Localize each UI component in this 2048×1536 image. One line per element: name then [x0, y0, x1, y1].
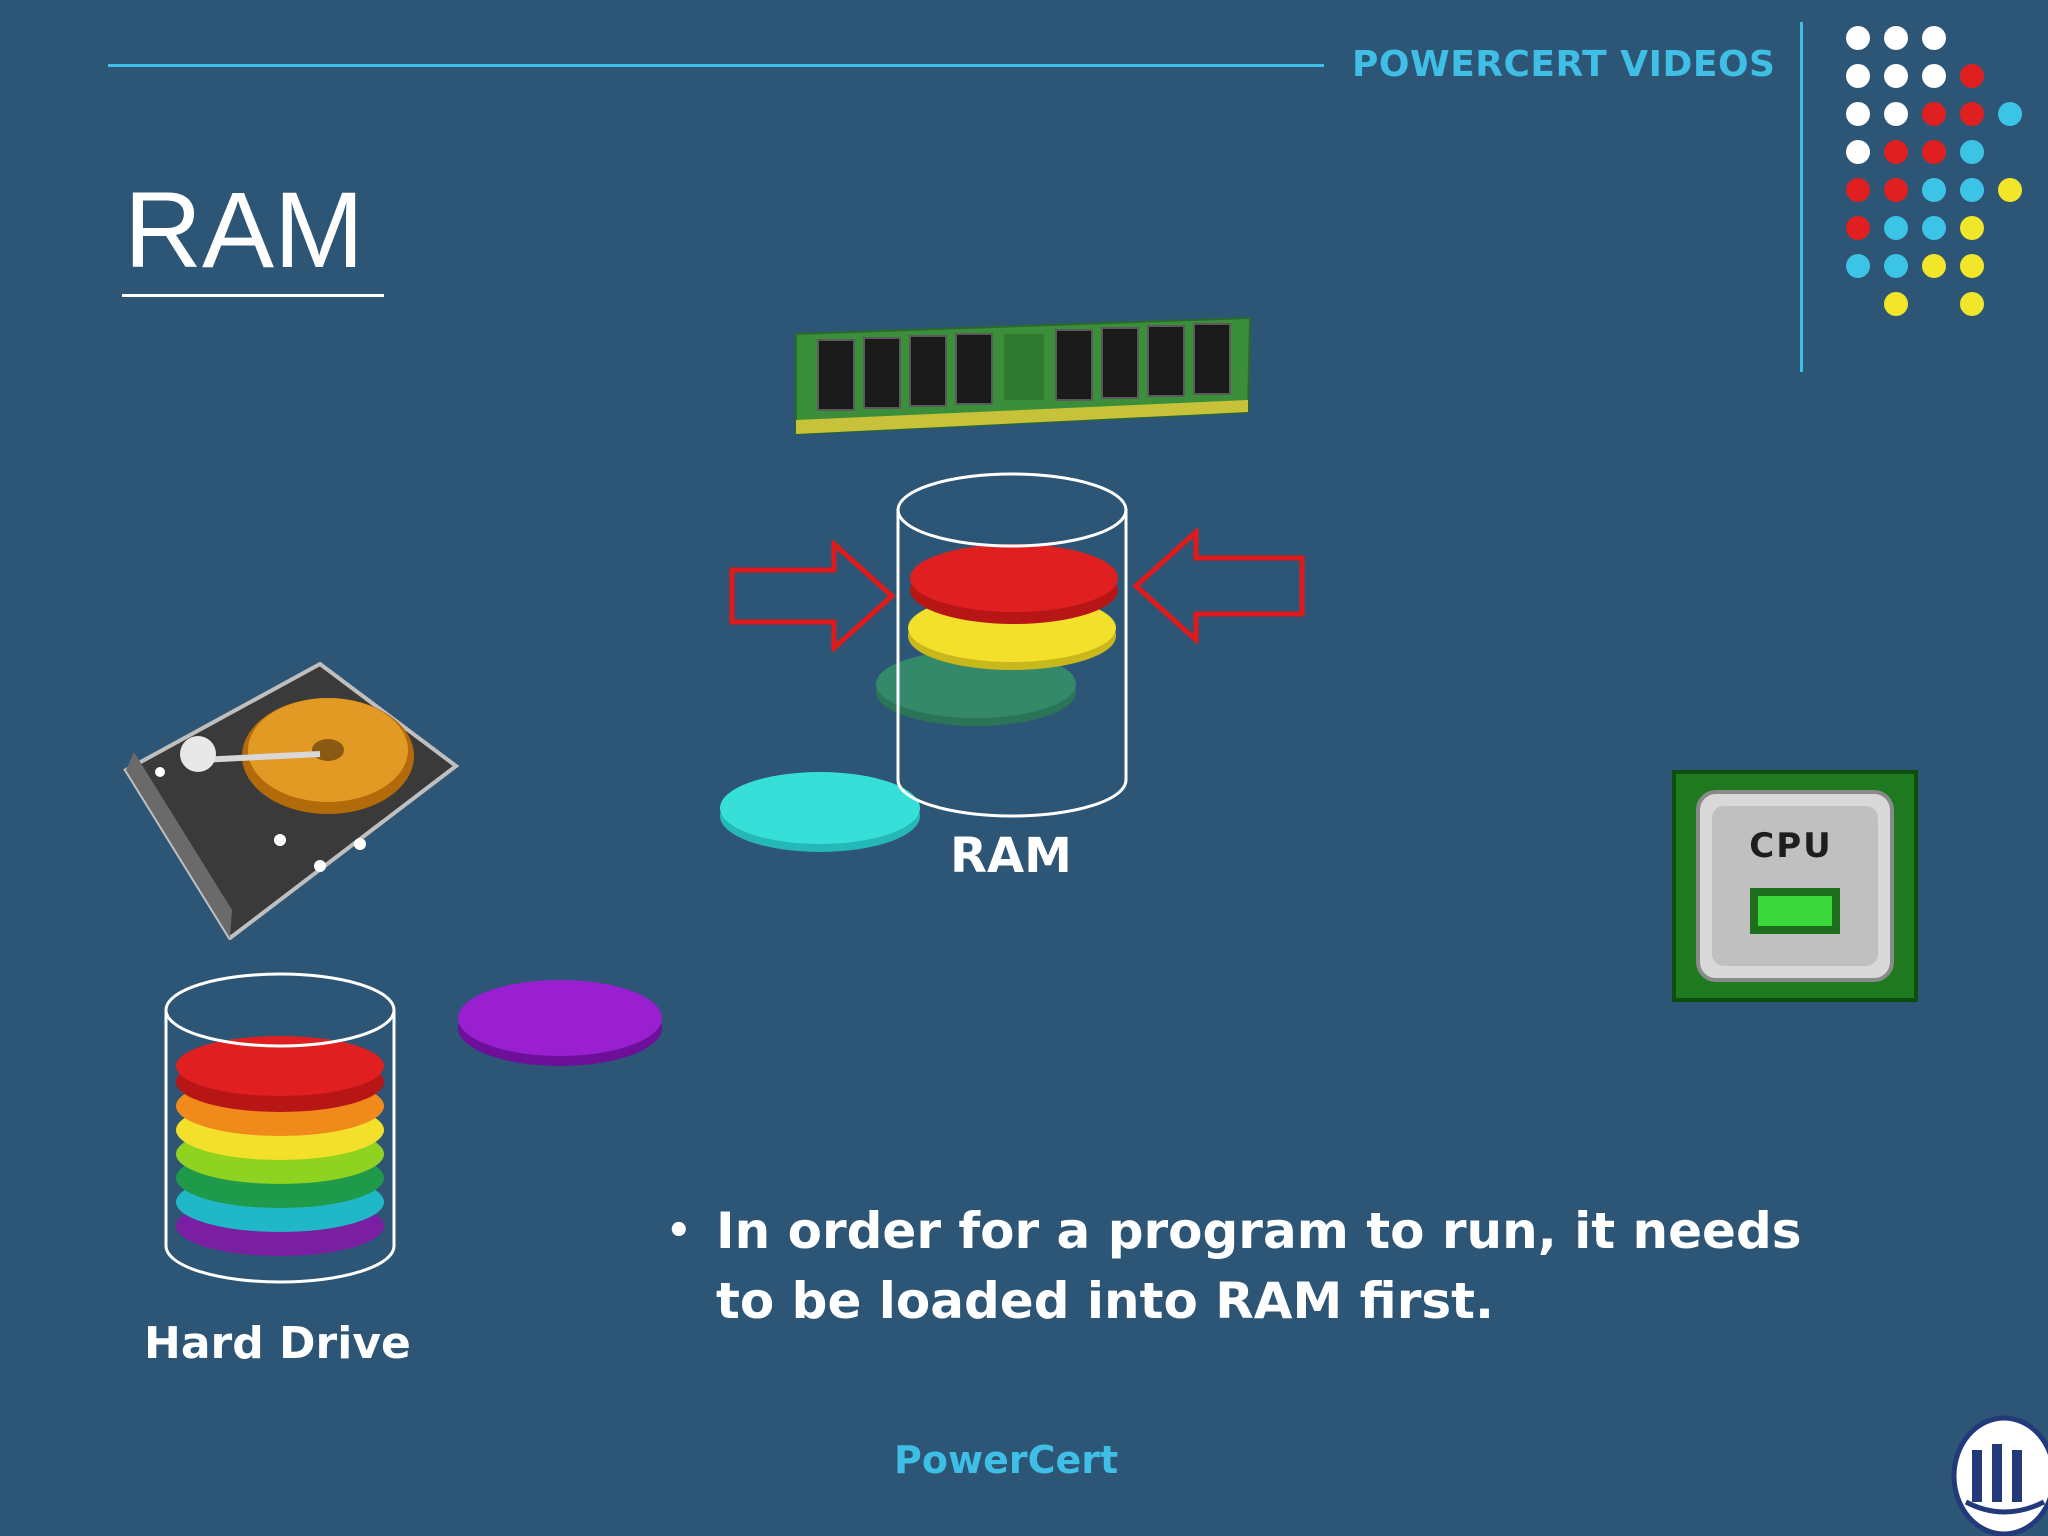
- ram-module-icon: [795, 316, 1252, 436]
- hard-drive-icon: [123, 661, 460, 940]
- header-divider: [1800, 22, 1803, 372]
- ram-cylinder: [720, 472, 1128, 852]
- purple-disk: [458, 980, 662, 1066]
- cpu-chip-icon: [1672, 770, 1918, 1002]
- footer-text: PowerCert: [894, 1438, 1119, 1482]
- bullet-point: • In order for a program to run, it need…: [666, 1196, 1866, 1336]
- arrow-right-icon: [729, 540, 896, 652]
- cpu-label: CPU: [1749, 826, 1833, 866]
- dot-grid-decoration: [1846, 26, 2022, 316]
- header-line: [108, 64, 1324, 67]
- title-underline: [122, 294, 384, 297]
- arrow-left-icon: [1132, 528, 1305, 644]
- brand-text: POWERCERT VIDEOS: [1352, 44, 1776, 85]
- ram-label: RAM: [950, 828, 1072, 884]
- hard-drive-label: Hard Drive: [144, 1318, 411, 1369]
- slide-title: RAM: [124, 169, 364, 290]
- logo-icon: [1951, 1415, 2048, 1536]
- bullet-dot-icon: •: [666, 1208, 692, 1254]
- hard-drive-cylinder: [164, 972, 396, 1284]
- bullet-text: In order for a program to run, it needs …: [716, 1202, 1802, 1330]
